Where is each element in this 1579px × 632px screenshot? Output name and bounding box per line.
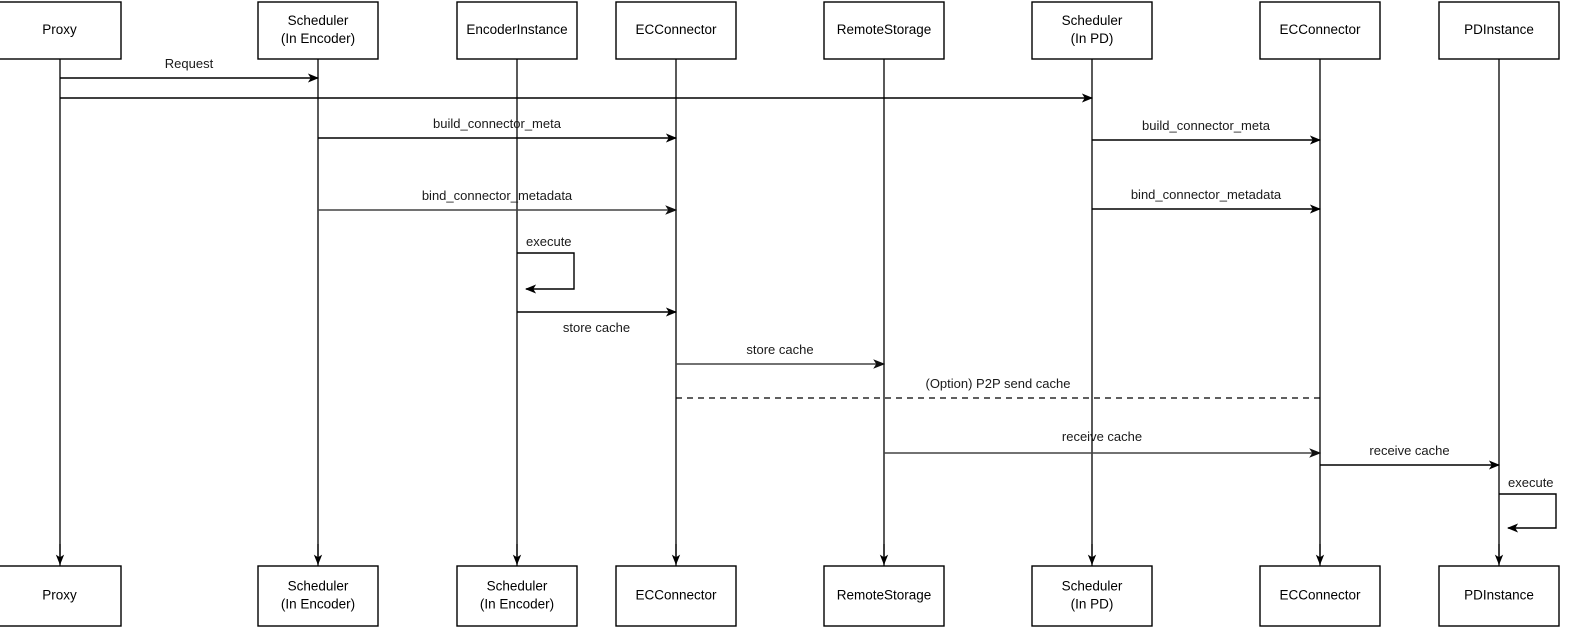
message-label-m7: store cache [563, 320, 630, 335]
self-call-s2[interactable]: execute [1499, 475, 1557, 533]
top-label-remote_store: RemoteStorage [837, 22, 932, 37]
bottom-label-line2-sched_pd: (In PD) [1071, 597, 1114, 612]
top-label-pd_inst: PDInstance [1464, 22, 1534, 37]
top-participant-box-proxy[interactable]: Proxy [0, 1, 122, 60]
bottom-label-ec_conn_pd: ECConnector [1279, 588, 1361, 603]
top-participant-box-sched_enc[interactable]: Scheduler (In Encoder) [257, 1, 379, 60]
message-label-m3: build_connector_meta [433, 116, 562, 131]
bottom-label-line2-sched_enc: (In Encoder) [281, 597, 355, 612]
bottom-participant-box-ec_conn_enc[interactable]: ECConnector [615, 565, 737, 627]
message-label-m1: Request [165, 56, 214, 71]
bottom-label-pd_inst: PDInstance [1464, 588, 1534, 603]
bottom-label-line2-encoder_inst: (In Encoder) [480, 597, 554, 612]
self-call-label-s1: execute [526, 234, 572, 249]
top-participant-box-remote_store[interactable]: RemoteStorage [823, 1, 945, 60]
messages-group: Request build_connector_meta build_connect… [60, 56, 1501, 470]
message-m1[interactable]: Request [60, 56, 320, 83]
top-label-line2-sched_enc: (In Encoder) [281, 31, 355, 46]
bottom-participant-box-proxy[interactable]: Proxy [0, 565, 122, 627]
top-label-line1-sched_enc: Scheduler [288, 13, 349, 28]
message-label-m5: bind_connector_metadata [422, 188, 573, 203]
bottom-participant-box-sched_enc[interactable]: Scheduler (In Encoder) [257, 565, 379, 627]
bottom-label-ec_conn_enc: ECConnector [635, 588, 717, 603]
bottom-label-proxy: Proxy [42, 588, 77, 603]
top-label-ec_conn_enc: ECConnector [635, 22, 717, 37]
top-label-encoder_inst: EncoderInstance [466, 22, 567, 37]
message-label-m9: (Option) P2P send cache [925, 376, 1070, 391]
message-m11[interactable]: receive cache [1320, 443, 1501, 470]
message-m5[interactable]: bind_connector_metadata [318, 188, 678, 215]
message-label-m4: build_connector_meta [1142, 118, 1271, 133]
message-m4[interactable]: build_connector_meta [1092, 118, 1322, 145]
self-call-s1[interactable]: execute [517, 234, 575, 294]
top-participant-box-encoder_inst[interactable]: EncoderInstance [456, 1, 578, 60]
self-call-label-s2: execute [1508, 475, 1554, 490]
top-participant-boxes: Proxy Scheduler (In Encoder) EncoderInstanc… [0, 1, 1560, 60]
message-label-m6: bind_connector_metadata [1131, 187, 1282, 202]
bottom-participant-box-encoder_inst[interactable]: Scheduler (In Encoder) [456, 565, 578, 627]
message-label-m8: store cache [746, 342, 813, 357]
top-label-line1-sched_pd: Scheduler [1062, 13, 1123, 28]
bottom-label-line1-sched_enc: Scheduler [288, 579, 349, 594]
self-calls-group: execute execute [517, 234, 1557, 533]
bottom-label-remote_store: RemoteStorage [837, 588, 932, 603]
bottom-participant-box-ec_conn_pd[interactable]: ECConnector [1259, 565, 1381, 627]
bottom-participant-boxes: Proxy Scheduler (In Encoder) Scheduler (In E… [0, 565, 1560, 627]
message-m7[interactable]: store cache [517, 307, 678, 335]
message-m3[interactable]: build_connector_meta [318, 116, 678, 143]
top-participant-box-sched_pd[interactable]: Scheduler (In PD) [1031, 1, 1153, 60]
bottom-label-line1-encoder_inst: Scheduler [487, 579, 548, 594]
bottom-label-line1-sched_pd: Scheduler [1062, 579, 1123, 594]
top-label-line2-sched_pd: (In PD) [1071, 31, 1114, 46]
message-label-m10: receive cache [1062, 429, 1142, 444]
bottom-participant-box-remote_store[interactable]: RemoteStorage [823, 565, 945, 627]
top-label-proxy: Proxy [42, 22, 77, 37]
self-call-path-s2 [1499, 493, 1557, 533]
message-label-m11: receive cache [1369, 443, 1449, 458]
top-label-ec_conn_pd: ECConnector [1279, 22, 1361, 37]
message-m6[interactable]: bind_connector_metadata [1092, 187, 1322, 214]
top-participant-box-pd_inst[interactable]: PDInstance [1438, 1, 1560, 60]
top-participant-box-ec_conn_enc[interactable]: ECConnector [615, 1, 737, 60]
lifelines-group [55, 59, 1504, 566]
self-call-path-s1 [517, 252, 575, 294]
message-m9[interactable]: (Option) P2P send cache [676, 376, 1320, 399]
bottom-participant-box-pd_inst[interactable]: PDInstance [1438, 565, 1560, 627]
top-participant-box-ec_conn_pd[interactable]: ECConnector [1259, 1, 1381, 60]
message-m10[interactable]: receive cache [884, 429, 1322, 458]
bottom-participant-box-sched_pd[interactable]: Scheduler (In PD) [1031, 565, 1153, 627]
message-m8[interactable]: store cache [676, 342, 886, 369]
